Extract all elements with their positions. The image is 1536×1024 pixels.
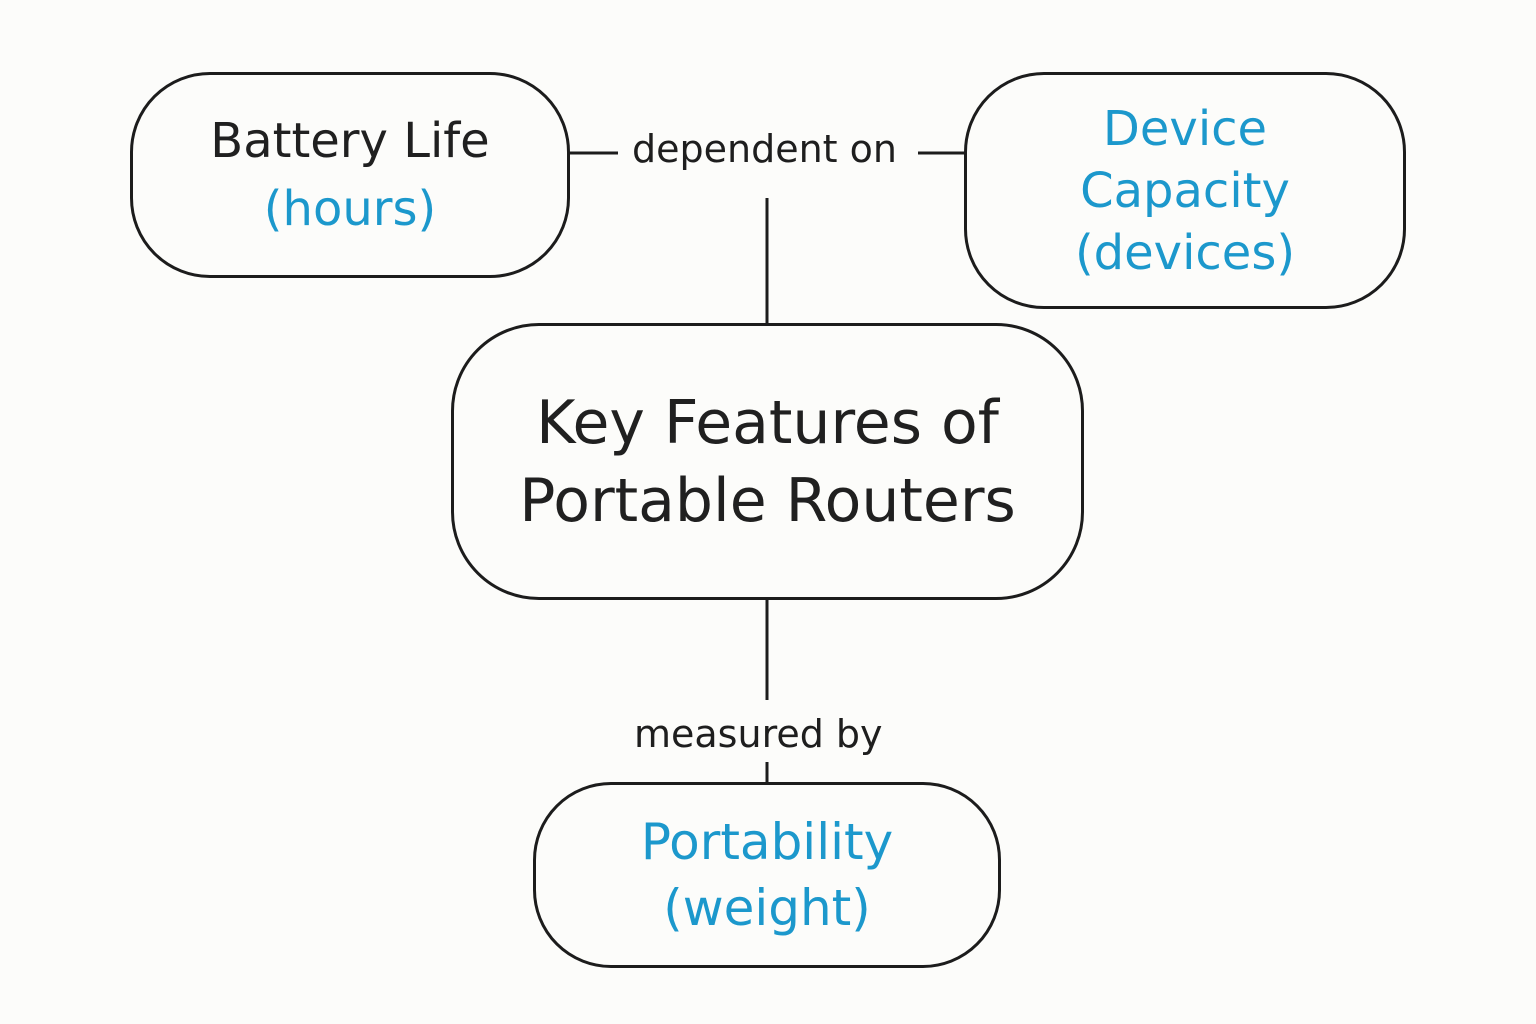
device-capacity-node: Device Capacity (devices) bbox=[964, 72, 1406, 309]
measured-by-label: measured by bbox=[634, 712, 883, 756]
key-features-line2: Portable Routers bbox=[519, 465, 1016, 536]
battery-life-node: Battery Life (hours) bbox=[130, 72, 570, 278]
portability-node: Portability (weight) bbox=[533, 782, 1001, 968]
dependent-on-label: dependent on bbox=[632, 127, 897, 171]
portability-unit: (weight) bbox=[663, 879, 871, 937]
portability-title: Portability bbox=[640, 813, 894, 871]
device-capacity-title-line1: Device bbox=[1102, 100, 1268, 157]
device-capacity-unit: (devices) bbox=[1074, 224, 1296, 281]
device-capacity-title-line2: Capacity bbox=[1080, 162, 1290, 219]
battery-life-title: Battery Life bbox=[210, 113, 490, 169]
battery-life-unit: (hours) bbox=[263, 181, 437, 237]
key-features-line1: Key Features of bbox=[536, 387, 999, 458]
key-features-node: Key Features of Portable Routers bbox=[451, 323, 1084, 600]
